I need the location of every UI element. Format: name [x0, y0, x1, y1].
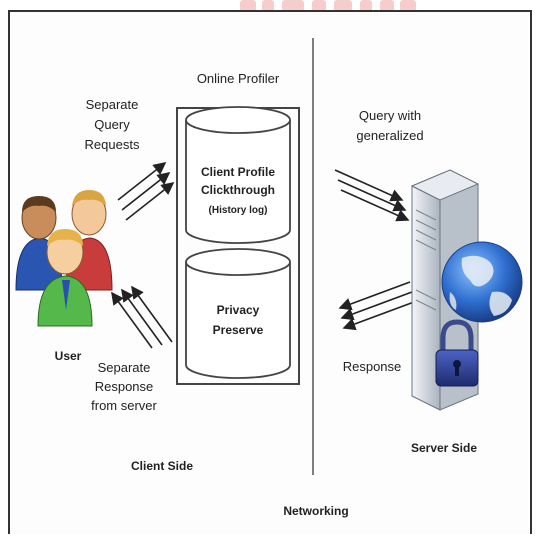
history-log-label: (History log)	[208, 205, 268, 216]
separate-response-label: Separate Response from server	[91, 360, 157, 413]
response-from-server-arrows	[338, 281, 415, 331]
separate-query-requests-label: Separate Query Requests	[84, 97, 140, 152]
lock-icon	[435, 319, 479, 387]
query-request-arrows	[117, 162, 175, 221]
privacy-label: Privacy	[216, 303, 260, 317]
client-side-label: Client Side	[130, 459, 193, 473]
response-to-user-arrows	[111, 285, 173, 349]
server-side-label: Server Side	[410, 441, 478, 455]
online-profiler-label: Online Profiler	[196, 71, 280, 86]
user-group-icon	[15, 190, 113, 327]
response-label: Response	[342, 359, 402, 374]
preserve-label: Preserve	[212, 323, 264, 337]
globe-icon	[441, 241, 523, 323]
client-profile-label: Client Profile	[200, 165, 275, 179]
client-profile-cylinder	[185, 106, 291, 244]
query-to-server-arrows	[334, 169, 410, 222]
clickthrough-label: Clickthrough	[201, 183, 275, 197]
privacy-cylinder	[185, 248, 291, 379]
query-generalized-label: Query with generalized	[356, 108, 424, 143]
networking-label: Networking	[283, 504, 349, 518]
user-label: User	[54, 349, 82, 363]
